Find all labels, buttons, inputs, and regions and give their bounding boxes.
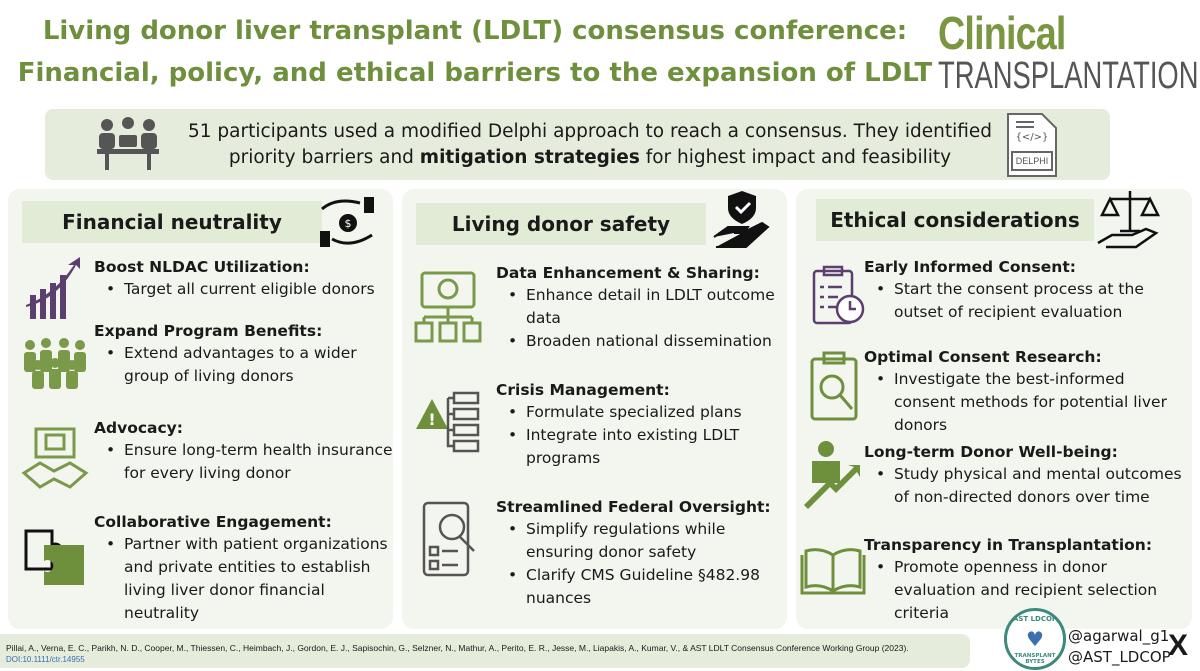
item-consent-research: Optimal Consent Research: Investigate the… [864,346,1190,437]
citation-footer: Pillai, A., Verna, E. C., Parikh, N. D.,… [0,634,970,668]
item-bullet: Study physical and mental outcomes of no… [864,463,1190,509]
summary-text: 51 participants used a modified Delphi a… [175,119,1005,171]
svg-text:$: $ [345,217,352,230]
hand-shield-icon [713,191,770,248]
logo-line-1: Clinical [938,7,1066,59]
hands-money-icon: $ [320,197,374,247]
social-handles: @agarwal_g1 @AST_LDCOP [1068,626,1171,668]
item-heading: Streamlined Federal Oversight: [496,498,771,516]
svg-text:!: ! [428,410,435,429]
badge-top-text: AST LDCOP [1012,615,1058,623]
item-heading: Crisis Management: [496,381,670,399]
item-heading: Data Enhancement & Sharing: [496,264,760,282]
growth-chart-icon [26,257,80,319]
item-heading: Expand Program Benefits: [94,322,323,340]
panel-financial-neutrality: Financial neutrality $ Boost NLDAC Utili… [8,189,393,629]
summary-text-bold: mitigation strategies [419,147,640,168]
item-boost-nldac: Boost NLDAC Utilization: Target all curre… [94,256,394,301]
scales-hand-icon [1097,191,1161,249]
item-heading: Early Informed Consent: [864,258,1076,276]
wellbeing-growth-icon [804,441,860,509]
item-transparency: Transparency in Transplantation: Promote … [864,534,1190,625]
item-advocacy: Advocacy: Ensure long-term health insuran… [94,417,394,485]
crisis-warning-icon: ! [416,391,480,453]
item-heading: Optimal Consent Research: [864,348,1102,366]
puzzle-collaboration-icon [24,529,84,585]
research-clipboard-icon [810,351,858,421]
item-crisis-management: Crisis Management: Formulate specialized … [496,379,786,470]
item-heading: Boost NLDAC Utilization: [94,258,310,276]
item-bullet: Simplify regulations while ensuring dono… [496,518,786,564]
badge-bottom-text: TRANSPLANT BYTES [1014,653,1056,665]
panel-title: Financial neutrality [22,201,322,243]
item-bullet: Extend advantages to a wider group of li… [94,342,394,388]
meeting-people-icon [97,117,159,170]
item-heading: Transparency in Transplantation: [864,536,1153,554]
handle-2[interactable]: @AST_LDCOP [1068,648,1171,666]
panel-title: Ethical considerations [816,199,1094,241]
item-bullet: Formulate specialized plans [496,401,786,424]
consent-clipboard-clock-icon [812,265,865,325]
item-bullet: Enhance detail in LDLT outcome data [496,284,786,330]
item-bullet: Broaden national dissemination [496,330,786,353]
title-line-1: Living donor liver transplant (LDLT) con… [42,16,908,46]
data-sharing-icon [414,271,482,343]
x-logo-icon: X [1168,629,1189,662]
delphi-document-icon: {</>} DELPHI [1006,112,1058,178]
item-expand-benefits: Expand Program Benefits: Extend advantage… [94,320,394,388]
logo-line-2: TRANSPLANTATION [938,55,1199,97]
title-line-2: Financial, policy, and ethical barriers … [17,58,933,88]
item-bullet: Clarify CMS Guideline §482.98 nuances [496,564,786,610]
summary-text-2: for highest impact and feasibility [639,147,952,168]
summary-banner: 51 participants used a modified Delphi a… [45,109,1110,180]
item-bullet: Integrate into existing LDLT programs [496,424,786,470]
item-data-enhancement: Data Enhancement & Sharing: Enhance detai… [496,262,786,353]
open-book-icon [800,548,866,595]
item-bullet: Start the consent process at the outset … [864,278,1190,324]
item-bullet: Promote openness in donor evaluation and… [864,556,1190,625]
item-bullet: Target all current eligible donors [94,278,394,301]
heart-icon: ♥ [1026,627,1044,651]
delphi-code-text: {</>} [1015,132,1049,143]
item-federal-oversight: Streamlined Federal Oversight: Simplify r… [496,496,786,610]
summary-text-1: 51 participants used a modified Delphi a… [187,121,993,168]
group-people-icon [24,338,86,389]
item-bullet: Ensure long-term health insurance for ev… [94,439,394,485]
item-donor-wellbeing: Long-term Donor Well-being: Study physica… [864,441,1190,509]
ast-ldcop-badge: AST LDCOP ♥ TRANSPLANT BYTES [1004,608,1066,670]
item-collaborative: Collaborative Engagement: Partner with pa… [94,511,394,625]
handle-1[interactable]: @agarwal_g1 [1068,627,1170,645]
citation-text: Pillai, A., Verna, E. C., Parikh, N. D.,… [6,643,909,653]
item-heading: Advocacy: [94,419,183,437]
item-bullet: Partner with patient organizations and p… [94,533,394,625]
journal-logo: Clinical TRANSPLANTATION [938,10,1200,96]
doi-link[interactable]: DOI:10.1111/ctr.14955 [6,655,85,664]
panel-ethical-considerations: Ethical considerations Early Informed Co… [796,189,1192,629]
delphi-label: DELPHI [1015,156,1049,166]
title: Living donor liver transplant (LDLT) con… [0,10,950,94]
oversight-checklist-icon [422,501,475,577]
panel-living-donor-safety: Living donor safety Data Enhancement & S… [402,189,787,629]
advocacy-handshake-icon [21,427,89,489]
item-bullet: Investigate the best-informed consent me… [864,368,1190,437]
item-early-consent: Early Informed Consent: Start the consent… [864,256,1190,324]
item-heading: Collaborative Engagement: [94,513,332,531]
item-heading: Long-term Donor Well-being: [864,443,1118,461]
panel-title: Living donor safety [416,203,706,245]
